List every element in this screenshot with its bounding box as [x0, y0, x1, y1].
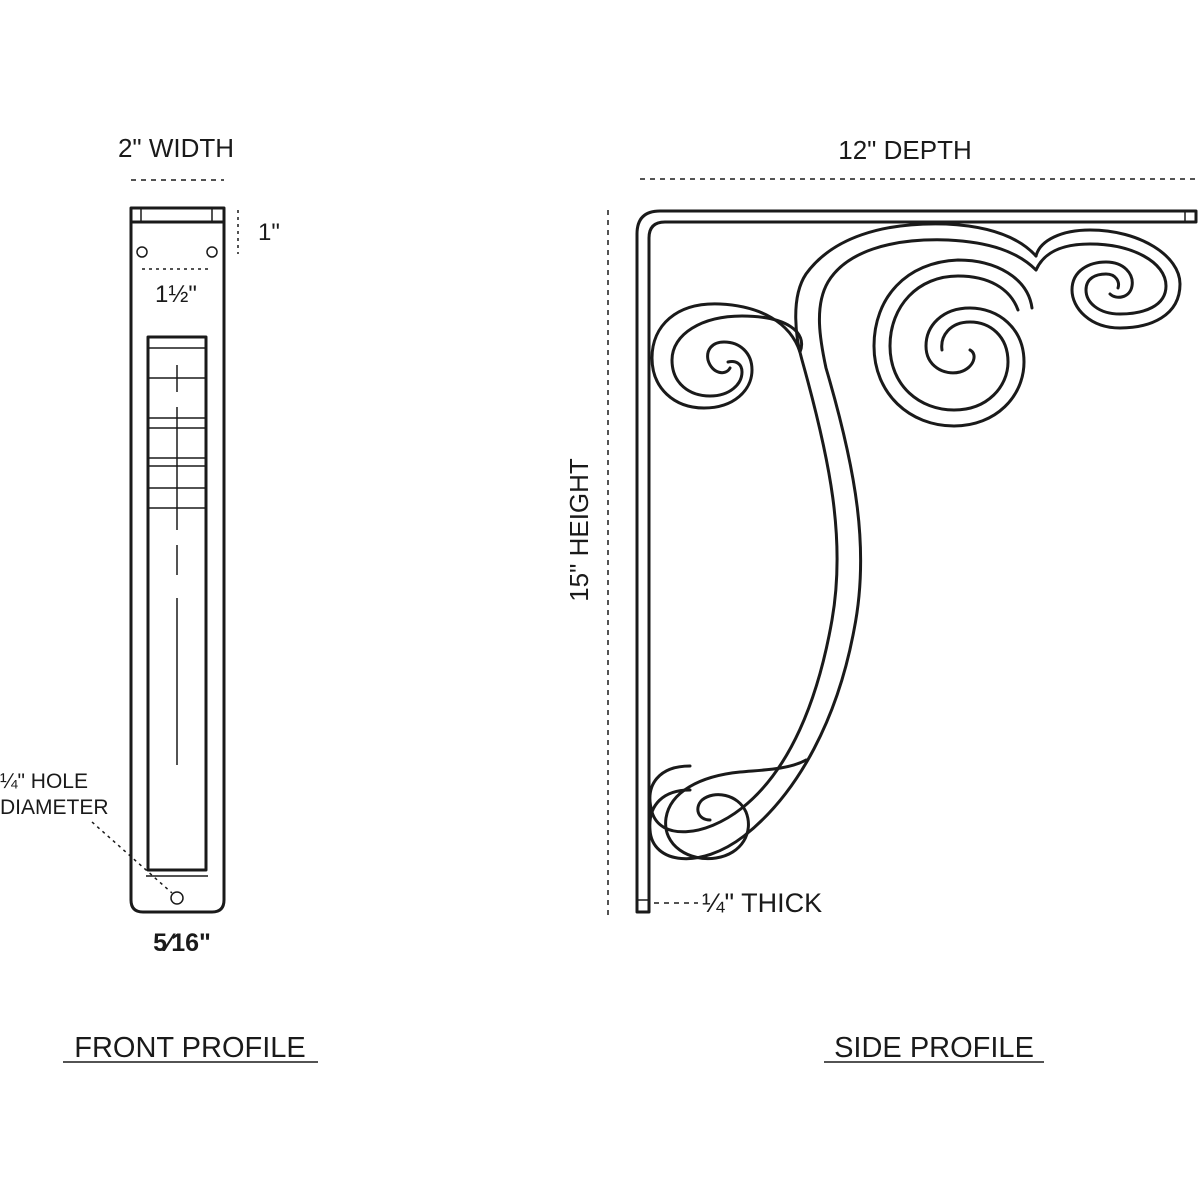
front-mounting-hole-right — [206, 246, 218, 258]
side-height-label: 15" HEIGHT — [564, 458, 594, 602]
front-bottom-label: 5⁄16" — [153, 929, 211, 957]
front-profile-title: FRONT PROFILE — [74, 1032, 306, 1064]
front-bracket-outline — [129, 206, 226, 914]
front-mounting-hole-left — [136, 246, 148, 258]
side-profile-title: SIDE PROFILE — [834, 1032, 1034, 1064]
side-main-curve-inner — [648, 238, 1038, 861]
side-thick-label: ¼" THICK — [702, 888, 822, 918]
front-bottom-hole — [170, 891, 184, 905]
side-scroll-center — [872, 258, 1034, 428]
side-scroll-bottom-left — [664, 758, 808, 861]
front-profile: 2" WIDTH 1" 1½" ¼" HOLE DIAMETER — [0, 133, 318, 1064]
side-scroll-top-left — [650, 302, 802, 410]
front-top-offset-label: 1" — [258, 219, 280, 246]
side-scroll-right-inner — [1034, 242, 1168, 316]
side-main-curve-outer — [648, 222, 1038, 834]
front-hole-label-line1: ¼" HOLE — [0, 770, 88, 793]
front-inner-scroll-band — [146, 335, 208, 872]
side-scroll-top-left-inner — [670, 314, 804, 398]
front-hole-spacing-label: 1½" — [155, 281, 197, 308]
side-bracket-frame — [635, 209, 1198, 914]
side-scroll-right — [1034, 228, 1182, 330]
side-profile: 12" DEPTH 15" HEIGHT ¼" THICK SIDE PROFI… — [564, 135, 1198, 1064]
side-scroll-center-inner — [888, 274, 1020, 412]
front-hole-label-line2: DIAMETER — [0, 796, 109, 819]
side-depth-label: 12" DEPTH — [838, 135, 972, 165]
front-width-label: 2" WIDTH — [118, 133, 234, 163]
